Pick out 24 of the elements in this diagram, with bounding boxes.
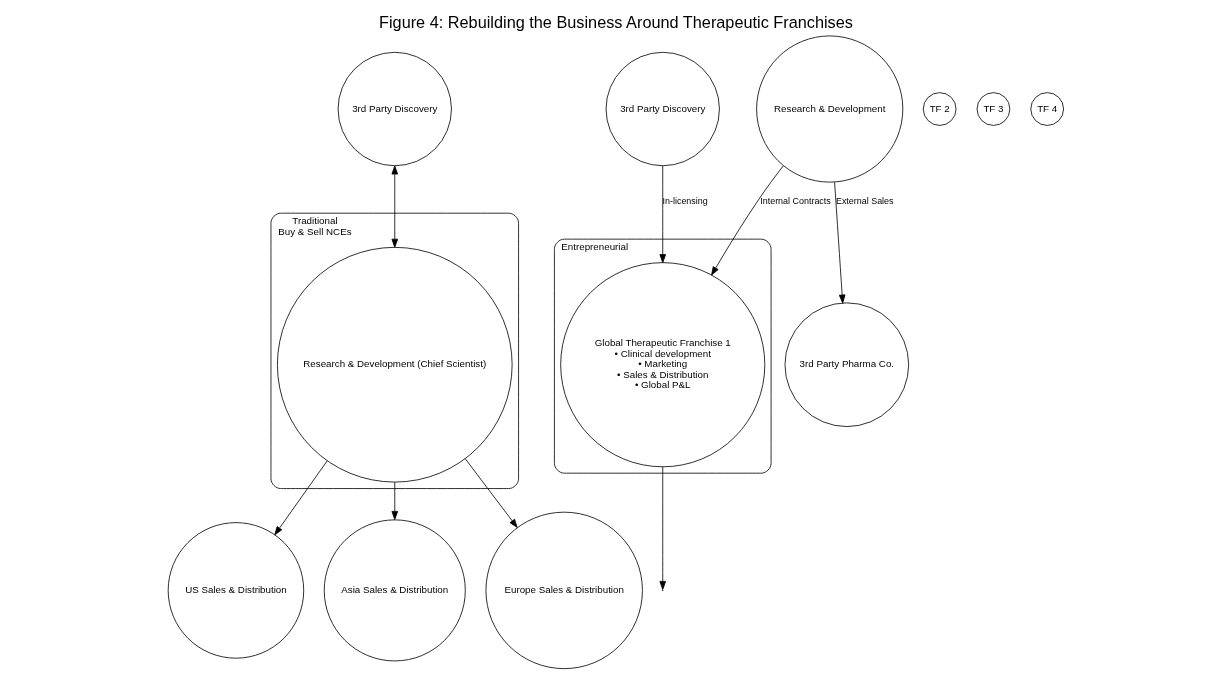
node-circle: Research & Development: [755, 35, 903, 183]
arrow: [391, 481, 398, 520]
node-circle: US Sales & Distribution: [167, 522, 304, 659]
arrow: [833, 181, 845, 304]
node-circle: Research & Development (Chief Scientist): [276, 246, 513, 483]
arrow: [659, 466, 666, 590]
node-circle: TF 4: [1029, 92, 1064, 126]
node-circle: 3rd Party Discovery: [605, 51, 720, 167]
arrow: [710, 165, 784, 276]
arrow: [273, 460, 328, 536]
edge-label: In-licensing: [662, 196, 708, 207]
arrow: [464, 458, 518, 528]
node-circle: Europe Sales & Distribution: [485, 511, 643, 670]
node-circle: 3rd Party Discovery: [337, 51, 452, 167]
node-circle: TF 2: [922, 92, 956, 126]
edge-label: Internal Contracts: [759, 196, 831, 207]
node-circle: TF 3: [976, 92, 1010, 126]
arrow: [659, 165, 666, 264]
edge-label: External Sales: [835, 196, 894, 207]
arrow: [391, 165, 398, 248]
diagram-title: Figure 4: Rebuilding the Business Around Therapeutic Franchises: [378, 12, 853, 31]
node-circle: 3rd Party Pharma Co.: [784, 302, 909, 427]
node-circle: Asia Sales & Distribution: [323, 519, 466, 662]
node-circle: Global Therapeutic Franchise 1 • Clinical development • Marketing • Sales & Distribution • Global P&L: [559, 262, 765, 468]
